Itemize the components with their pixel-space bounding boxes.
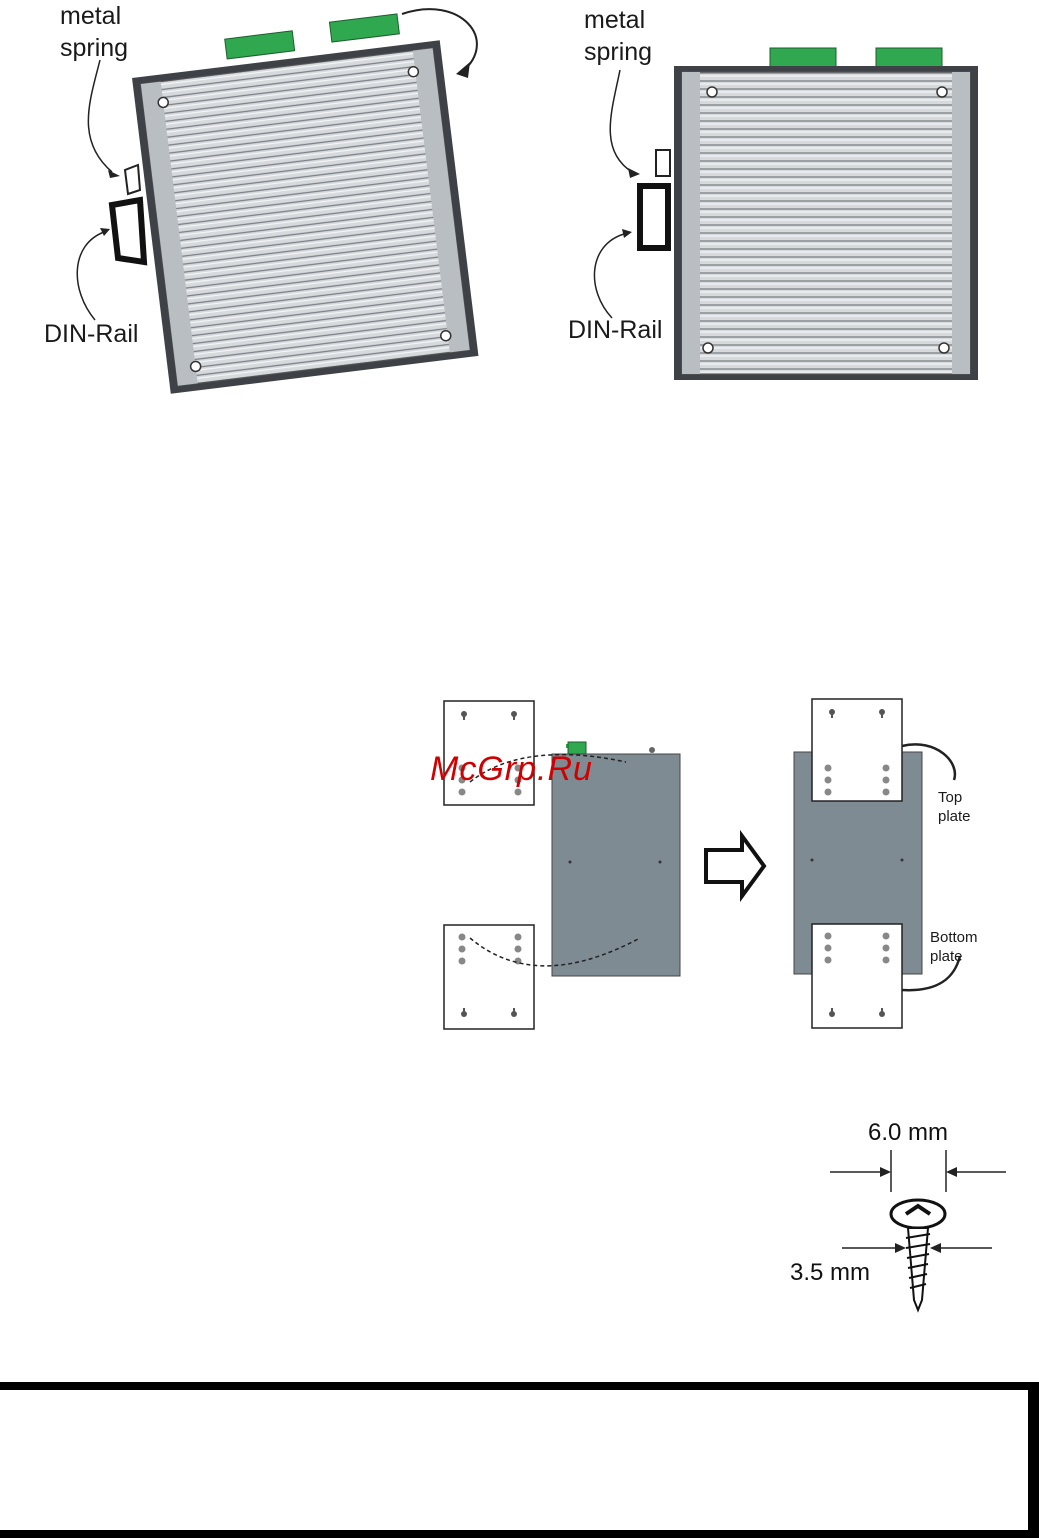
bottom-plate-separate [444,925,534,1029]
din-rail-mounted-figure: metal spring DIN-Rail [520,0,1039,400]
metal-spring-label-line2: spring [60,32,128,64]
wall-mount-figure: McGrp.Ru Top plate Bottom plate [430,690,1000,1040]
metal-spring-label-line1: metal [60,0,121,32]
bottom-plate-label-line2: plate [930,947,963,966]
top-plate-label-line1: Top [938,788,962,807]
bottom-plate-label-line1: Bottom [930,928,978,947]
screw-shaft-dimension: 3.5 mm [790,1258,870,1288]
screw-head-dimension: 6.0 mm [868,1118,948,1148]
screw-icon [891,1200,945,1310]
screw-dimension-figure: 6.0 mm 3.5 mm [780,1110,1020,1320]
din-rail-label: DIN-Rail [568,314,662,346]
din-rail-label: DIN-Rail [44,318,138,350]
din-rail-hook-figure: metal spring DIN-Rail [0,0,520,400]
metal-spring-label-line2: spring [584,36,652,68]
device-with-plates [794,699,922,1028]
top-plate-label-line2: plate [938,807,971,826]
bottom-frame-box [0,1382,1039,1538]
din-rail-clip-icon [112,165,144,262]
wall-mount-illustration [430,690,1000,1040]
din-rail-clip-icon [640,150,670,248]
terminal-block-icon [770,48,942,68]
watermark-text: McGrp.Ru [430,750,593,789]
metal-spring-label-line1: metal [584,4,645,36]
arrow-right-icon [706,836,764,896]
